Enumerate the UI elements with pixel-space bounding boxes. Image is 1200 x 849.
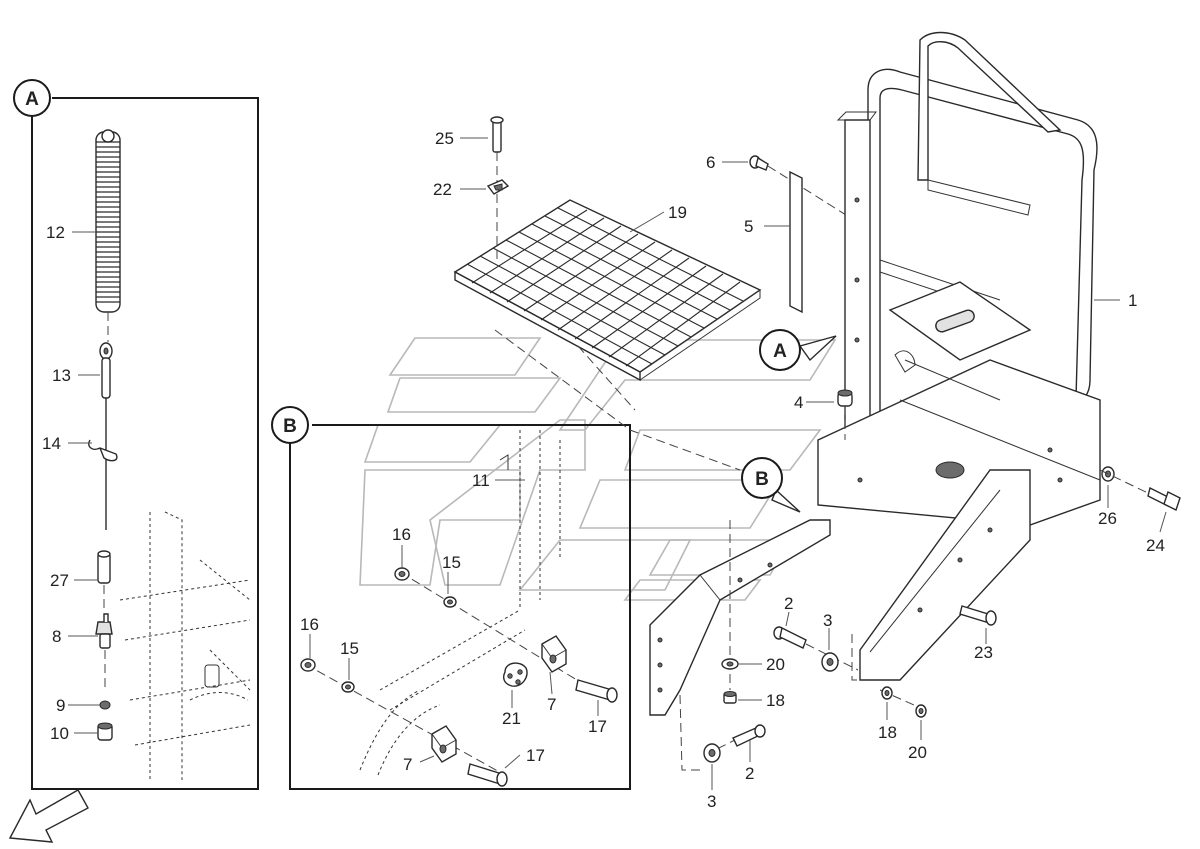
callout-a-marker: A — [759, 329, 837, 371]
part-label: 16 — [300, 615, 319, 634]
part-label: 7 — [403, 755, 412, 774]
part-bolt-6 — [749, 155, 769, 171]
part-label: 2 — [745, 764, 754, 783]
callout-a-letter: A — [773, 341, 787, 362]
part-clip-22 — [486, 179, 510, 195]
detail-b-context-structure — [359, 430, 561, 776]
part-label: 3 — [823, 611, 832, 630]
part-label: 23 — [974, 643, 993, 662]
part-cap-nut — [97, 722, 113, 741]
detail-a-letter: A — [25, 89, 39, 110]
part-label: 1 — [1128, 291, 1137, 310]
part-label: 15 — [340, 639, 359, 658]
part-label: 12 — [46, 223, 65, 242]
part-washer-3-upper — [821, 652, 839, 672]
part-label: 17 — [526, 746, 545, 765]
part-label: 11 — [472, 471, 490, 490]
part-nut-18-right — [881, 686, 893, 700]
part-bolt-2-lower — [732, 724, 766, 747]
front-direction-arrow-icon — [8, 789, 89, 843]
part-label: 3 — [707, 792, 716, 811]
part-spring — [95, 129, 121, 313]
part-threaded-sleeve — [97, 550, 111, 612]
part-label: 2 — [784, 594, 793, 613]
part-label: 9 — [56, 696, 65, 715]
part-washer-20-right — [915, 704, 927, 718]
part-rubber-mount-4 — [837, 389, 853, 407]
part-pin-24 — [1147, 486, 1181, 511]
part-label: 8 — [52, 627, 61, 646]
part-label: 20 — [908, 743, 927, 762]
part-lower-washer-15 — [341, 681, 355, 693]
detail-a-context-structure — [119, 511, 251, 780]
part-label: 22 — [433, 180, 452, 199]
part-label: 14 — [42, 434, 61, 453]
detail-a-marker: A — [13, 79, 51, 117]
part-upper-washer-15 — [443, 596, 457, 608]
part-label: 21 — [502, 709, 521, 728]
part-clamp-21 — [503, 662, 528, 687]
part-bolt-23 — [959, 605, 997, 626]
part-lower-block-7 — [431, 725, 457, 763]
part-label: 26 — [1098, 509, 1117, 528]
part-side-bracket — [649, 519, 831, 771]
part-label: 7 — [547, 695, 556, 714]
part-rod-end — [99, 312, 113, 530]
part-washer-20-center — [721, 658, 739, 670]
part-small-washer — [99, 700, 111, 710]
part-upper-block-7 — [541, 635, 567, 673]
part-label: 5 — [744, 217, 753, 236]
part-number-labels: 1 2 2 3 3 4 5 6 7 7 8 9 10 11 12 13 14 1… — [42, 129, 1165, 811]
part-label: 27 — [50, 571, 69, 590]
part-clip — [88, 439, 118, 462]
part-label: 25 — [435, 129, 454, 148]
part-label: 6 — [706, 153, 715, 172]
part-label: 15 — [442, 553, 461, 572]
part-step-grating — [453, 199, 762, 382]
part-label: 24 — [1146, 536, 1165, 555]
part-label: 18 — [766, 691, 785, 710]
callout-b-letter: B — [755, 469, 769, 490]
part-bolt-2-upper — [773, 626, 807, 649]
part-upper-bolt-17 — [575, 679, 618, 703]
part-label: 19 — [668, 203, 687, 222]
part-label: 17 — [588, 717, 607, 736]
leader-lines — [68, 137, 1167, 790]
part-upper-bushing-16 — [394, 567, 410, 581]
part-label: 20 — [766, 655, 785, 674]
detail-b-letter: B — [283, 416, 297, 437]
part-plate-5 — [789, 170, 803, 314]
part-fitting — [95, 613, 113, 690]
part-label: 4 — [794, 393, 803, 412]
part-main-frame — [817, 31, 1101, 681]
part-label: 18 — [878, 723, 897, 742]
callout-b-marker: B — [741, 457, 801, 513]
detail-view-a: A — [13, 79, 259, 790]
part-washer-3-lower — [703, 743, 721, 763]
part-bolt-25 — [490, 116, 504, 153]
detail-b-marker: B — [271, 406, 309, 444]
part-label: 16 — [392, 525, 411, 544]
part-label: 10 — [50, 724, 69, 743]
detail-view-b: B — [271, 406, 631, 790]
part-lower-bolt-17 — [467, 763, 508, 787]
part-nut-18-center — [723, 691, 737, 704]
part-lower-bushing-16 — [300, 658, 316, 672]
part-label: 13 — [52, 366, 71, 385]
